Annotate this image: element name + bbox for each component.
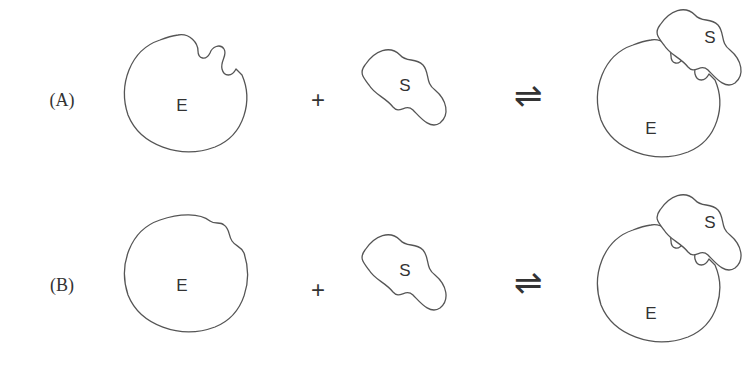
substrate-node: S: [650, 5, 745, 90]
shape-letter: E: [176, 277, 187, 294]
substrate-node: S: [355, 45, 450, 130]
substrate-node: S: [355, 230, 450, 315]
shape-letter: S: [399, 77, 410, 94]
equilibrium-arrow: ⇌: [514, 265, 543, 299]
enzyme-node: E: [120, 25, 250, 155]
shape-letter: E: [645, 120, 656, 137]
plus-sign: +: [311, 88, 325, 112]
shape-letter: S: [399, 262, 410, 279]
enzyme-shape: [125, 215, 248, 332]
equilibrium-arrow: ⇌: [514, 78, 543, 112]
substrate-node: S: [650, 190, 745, 275]
substrate-shape: [657, 195, 741, 270]
enzyme-shape: [120, 25, 250, 155]
enzyme-shape: [120, 205, 250, 335]
substrate-shape: [650, 5, 745, 90]
shape-letter: E: [645, 305, 656, 322]
plus-sign: +: [311, 278, 325, 302]
shape-letter: S: [704, 29, 715, 46]
substrate-shape: [657, 10, 741, 85]
shape-letter: S: [704, 214, 715, 231]
panel-label: (A): [50, 91, 75, 109]
substrate-shape: [650, 190, 745, 275]
shape-letter: E: [176, 97, 187, 114]
enzyme-shape: [125, 35, 247, 152]
substrate-shape: [362, 50, 446, 125]
enzyme-node: E: [120, 205, 250, 335]
panel-label: (B): [50, 276, 74, 294]
substrate-shape: [362, 235, 446, 310]
